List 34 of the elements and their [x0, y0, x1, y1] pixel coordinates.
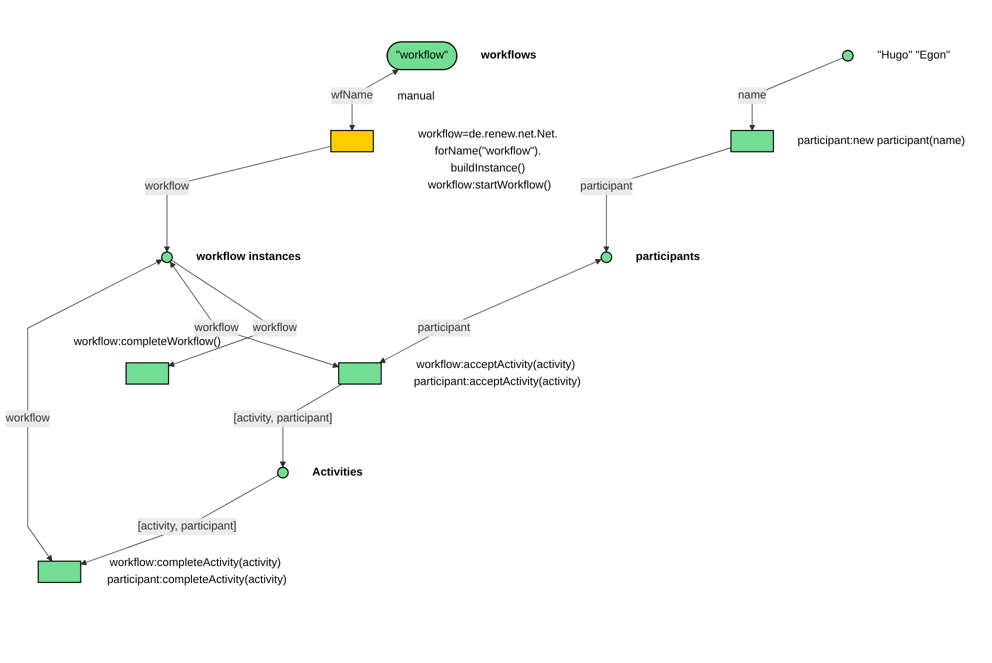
node-label: workflow:completeWorkflow() — [74, 336, 221, 348]
node-label: workflows — [480, 49, 536, 62]
edge-label: workflow — [252, 322, 297, 334]
arrow — [170, 262, 339, 368]
node-circle — [161, 251, 173, 264]
node-box — [330, 130, 374, 152]
node-label: "Hugo" "Egon" — [877, 49, 950, 62]
arrow — [80, 474, 279, 566]
node-label: participant:new participant(name) — [798, 134, 966, 147]
edge-label: workflow — [194, 322, 239, 334]
node-box — [338, 362, 382, 385]
edge-label: [activity, participant] — [234, 412, 332, 424]
arrow — [379, 258, 602, 364]
edge-label: workflow — [6, 412, 50, 424]
edge-label: wfName — [331, 89, 373, 102]
node-label: workflow=de.renew.net.Net. forName("workflow"). buildInstance() workflow:startWorkflow() — [418, 128, 558, 192]
node-circle — [600, 251, 612, 264]
edge-label: workflow — [144, 180, 190, 192]
edge-label: participant — [580, 180, 633, 192]
node-circle — [277, 466, 289, 478]
node-box — [38, 560, 82, 583]
node-label: Activities — [312, 466, 363, 478]
edge-label: [activity, participant] — [138, 520, 236, 532]
node-label: manual — [397, 90, 435, 102]
node-circle — [842, 50, 854, 62]
node-box — [730, 130, 774, 152]
node-label: participants — [636, 250, 700, 263]
node-box — [126, 362, 170, 385]
edge-label: participant — [418, 322, 470, 334]
node-label: workflow instances — [196, 250, 301, 263]
edge-label: name — [738, 89, 766, 102]
arrow — [27, 260, 162, 562]
node-label: workflow:completeActivity(activity) participant:completeActivity(activity) — [107, 556, 287, 586]
node-label: workflow:acceptActivity(activity) participant:acceptActivity(activity) — [414, 358, 581, 388]
